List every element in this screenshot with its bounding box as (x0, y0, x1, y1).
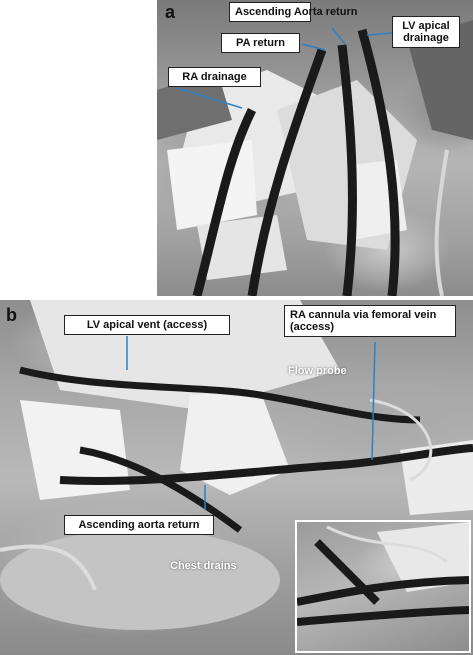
cannula-tube (314, 539, 380, 605)
cannula-tube (357, 28, 400, 296)
inset-photo (295, 520, 471, 653)
label-ra-cannula-femoral-vein: RA cannula via femoral vein (access) (284, 305, 456, 337)
cannula-tube (192, 107, 257, 296)
label-flow-probe: Flow probe (288, 365, 347, 377)
patient-arm (157, 70, 232, 140)
cannula-tube (297, 576, 469, 606)
cannula-tube (79, 446, 243, 533)
label-chest-drains: Chest drains (170, 560, 237, 572)
panel-label-b: b (6, 305, 17, 325)
drape (167, 140, 257, 230)
label-pa-return: PA return (221, 33, 300, 53)
cannula-tube (297, 606, 469, 626)
drape (377, 522, 469, 592)
cannula-tube (247, 48, 327, 296)
callout-arrow (176, 87, 243, 109)
callout-arrow (331, 27, 346, 45)
label-lv-apical-drainage: LV apical drainage (392, 16, 460, 48)
cannula-tube (337, 44, 357, 296)
photo-panel-a (157, 0, 473, 296)
callout-arrow (301, 43, 326, 51)
panel-b-scene (0, 300, 473, 630)
panel-a-scene (157, 20, 473, 296)
label-ascending-aorta-return-a: Ascending Aorta return (229, 2, 357, 22)
label-ascending-aorta-return-b: Ascending aorta return (64, 515, 214, 535)
inset-scene (297, 522, 469, 626)
callout-arrow (371, 341, 376, 461)
thin-line (434, 149, 449, 296)
label-ra-drainage: RA drainage (168, 67, 261, 87)
callout-arrow (366, 32, 394, 36)
drape (20, 400, 130, 500)
panel-label-a: a (165, 2, 176, 22)
thin-line (326, 525, 448, 564)
thin-line (0, 544, 97, 591)
cannula-tube (19, 366, 421, 424)
patient-arm (407, 20, 473, 140)
thin-line (369, 398, 433, 482)
photo-panel-b (0, 300, 473, 655)
label-lv-apical-vent: LV apical vent (access) (64, 315, 230, 335)
